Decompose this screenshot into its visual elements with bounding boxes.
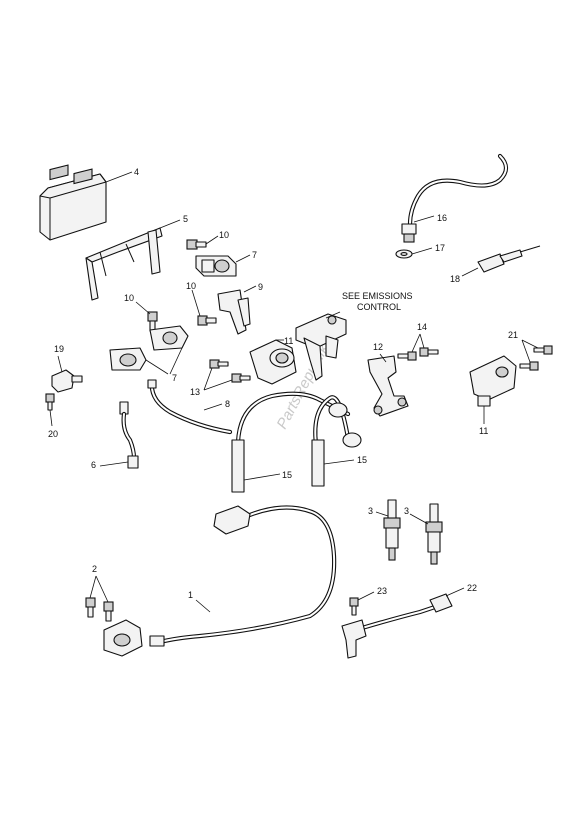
temp-sensor-part-18	[477, 245, 541, 273]
emissions-note-line1: SEE EMISSIONS	[342, 291, 413, 301]
emissions-note-line2: CONTROL	[357, 302, 401, 312]
callout-13: 13	[190, 387, 200, 397]
leader-17	[411, 247, 433, 255]
bolt-part-20	[45, 393, 55, 411]
bolts-part-2	[85, 597, 114, 622]
leader-13	[203, 367, 233, 391]
leader-9	[243, 285, 257, 293]
callout-23: 23	[377, 586, 387, 596]
bolt-part-10-top	[186, 239, 207, 250]
bolts-part-13	[209, 359, 251, 383]
oxygen-sensor-part-16	[401, 153, 509, 243]
callout-17: 17	[435, 243, 445, 253]
callout-15-right: 15	[357, 455, 367, 465]
leader-7-lower-b	[169, 347, 183, 375]
callout-12: 12	[373, 342, 383, 352]
callout-22: 22	[467, 583, 477, 593]
emissions-control-bracket	[295, 313, 347, 381]
callout-3-a: 3	[368, 506, 373, 516]
callout-16: 16	[437, 213, 447, 223]
bolt-part-23	[349, 597, 359, 616]
leader-10-left	[135, 301, 151, 315]
leader-8	[203, 403, 223, 411]
leader-6	[99, 461, 129, 467]
washer-part-17	[395, 249, 413, 259]
leader-18	[461, 267, 479, 277]
leader-21	[521, 339, 539, 363]
leader-15-right	[323, 459, 355, 465]
callout-19: 19	[54, 344, 64, 354]
callout-9: 9	[258, 282, 263, 292]
leader-5	[159, 219, 181, 229]
leader-16	[413, 215, 435, 223]
ignition-coil-part-11-right	[469, 355, 517, 407]
ecu-part-4	[39, 164, 107, 241]
spark-plug-part-3-b	[425, 503, 443, 565]
vacuum-hose-part-8	[147, 379, 233, 435]
cam-sensor-part-22	[341, 593, 453, 659]
callout-18: 18	[450, 274, 460, 284]
bolts-part-10-left	[147, 311, 217, 332]
callout-2: 2	[92, 564, 97, 574]
leader-3-a	[375, 511, 389, 517]
callout-20: 20	[48, 429, 58, 439]
callout-11-mid: 11	[284, 336, 293, 346]
ignition-coil-part-11-mid	[249, 339, 297, 385]
spark-plug-part-3-a	[383, 499, 401, 561]
leader-7-top	[235, 254, 251, 263]
crank-sensor-part-1	[103, 505, 337, 657]
callout-15-left: 15	[282, 470, 292, 480]
callout-8: 8	[225, 399, 230, 409]
callout-7-lower: 7	[172, 373, 177, 383]
leader-4	[105, 171, 133, 183]
callout-10-left: 10	[124, 293, 134, 303]
callout-10-top: 10	[219, 230, 229, 240]
callout-4: 4	[134, 167, 139, 177]
callout-6: 6	[91, 460, 96, 470]
leader-2	[89, 575, 109, 603]
leader-15-left	[243, 473, 281, 481]
callout-14: 14	[417, 322, 427, 332]
coil-bracket-part-12	[367, 355, 409, 417]
leader-7-lower-a	[145, 359, 169, 375]
ecu-bracket-part-5	[85, 227, 163, 301]
sensor-bracket-part-9	[217, 289, 251, 335]
bolts-part-14	[397, 347, 439, 361]
callout-7-top: 7	[252, 250, 257, 260]
callout-3-b: 3	[404, 506, 409, 516]
callout-5: 5	[183, 214, 188, 224]
callout-10-mid: 10	[186, 281, 196, 291]
leader-10-top	[205, 235, 219, 245]
ht-leads-part-15	[231, 391, 362, 493]
callout-1: 1	[188, 590, 193, 600]
map-sensors-part-7-lower	[109, 325, 189, 371]
map-sensor-part-7-top	[195, 255, 237, 277]
leader-3-b	[409, 513, 429, 525]
leader-emissions	[325, 311, 341, 319]
sensor-part-19	[51, 369, 83, 393]
leader-1	[195, 599, 211, 613]
leader-20	[49, 409, 53, 427]
leader-12	[379, 353, 387, 363]
callout-21: 21	[508, 330, 518, 340]
leader-10-mid	[191, 289, 201, 317]
callout-11-right: 11	[479, 426, 488, 436]
leader-19	[57, 355, 63, 373]
leader-14	[411, 333, 425, 353]
sensor-part-6	[119, 401, 139, 469]
bolts-part-21	[519, 345, 553, 371]
leader-22	[445, 587, 465, 597]
leader-23	[357, 591, 375, 601]
